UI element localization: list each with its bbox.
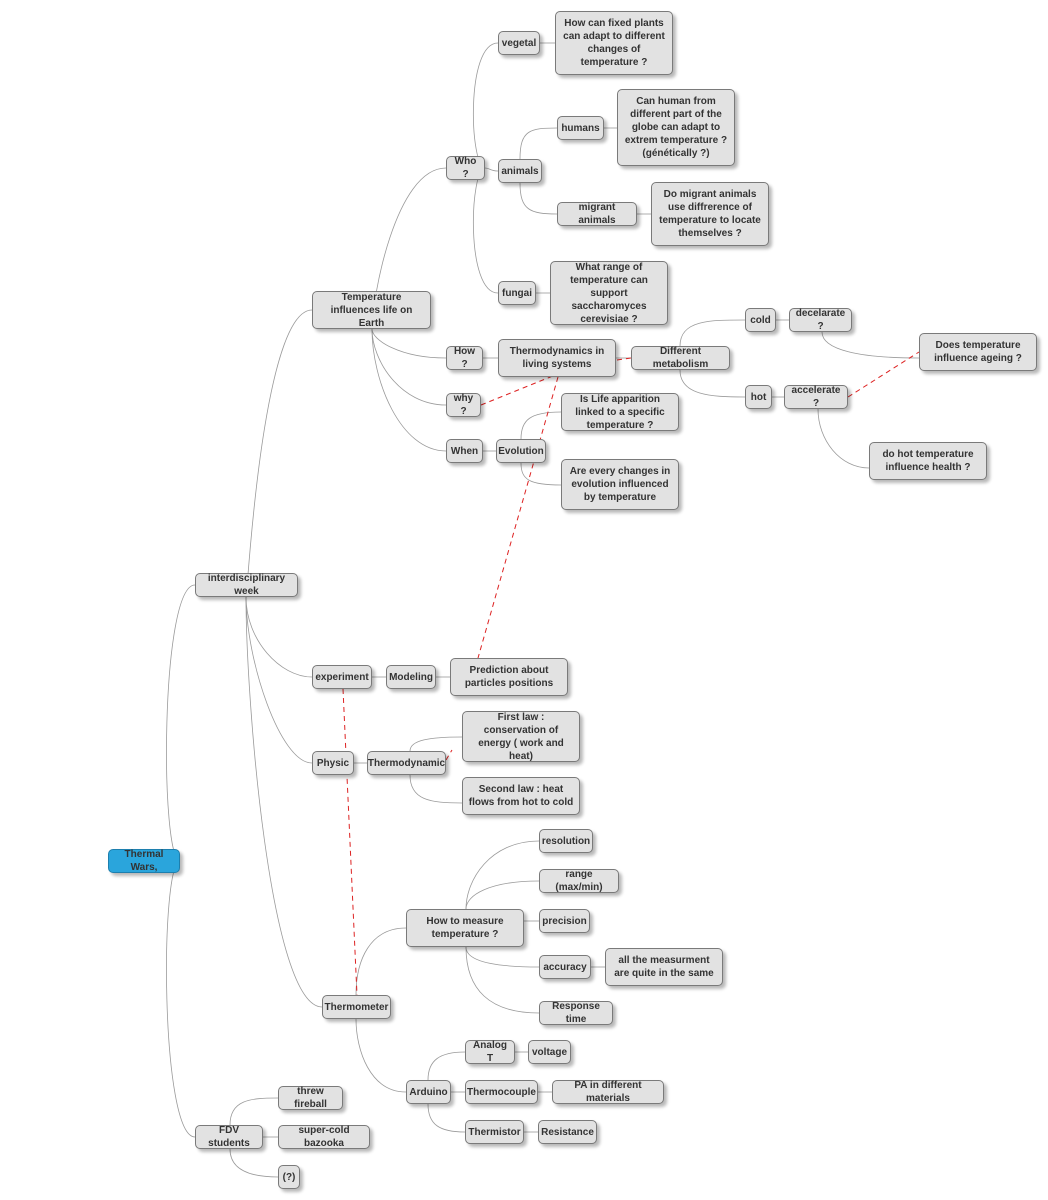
super-cold-bazooka-node[interactable]: super-cold bazooka bbox=[278, 1125, 370, 1149]
tree-connector bbox=[355, 1018, 407, 1093]
thermodynamics-living-node[interactable]: Thermodynamics in living systems bbox=[498, 339, 616, 377]
resolution-node[interactable]: resolution bbox=[539, 829, 593, 853]
accuracy-node[interactable]: accuracy bbox=[539, 955, 591, 979]
different-metabolism-node[interactable]: Different metabolism bbox=[631, 346, 730, 370]
range-node[interactable]: range (max/min) bbox=[539, 869, 619, 893]
tree-connector bbox=[245, 596, 323, 1008]
accuracy-note-node[interactable]: all the measurment are quite in the same bbox=[605, 948, 723, 986]
tree-connector bbox=[371, 328, 447, 359]
tree-connector bbox=[519, 127, 558, 160]
interdisciplinary-week-node[interactable]: interdisciplinary week bbox=[195, 573, 298, 597]
thermistor-node[interactable]: Thermistor bbox=[465, 1120, 524, 1144]
ageing-question-node[interactable]: Does temperature influence ageing ? bbox=[919, 333, 1037, 371]
tree-connector bbox=[245, 596, 313, 764]
voltage-node[interactable]: voltage bbox=[528, 1040, 571, 1064]
evolution-changes-node[interactable]: Are every changes in evolution influence… bbox=[561, 459, 679, 510]
cold-node[interactable]: cold bbox=[745, 308, 776, 332]
tree-connector bbox=[473, 167, 499, 294]
hot-node[interactable]: hot bbox=[745, 385, 772, 409]
decelarate-node[interactable]: decelarate ? bbox=[789, 308, 852, 332]
tree-connector bbox=[371, 328, 447, 452]
tree-connector bbox=[519, 182, 558, 215]
tree-connector bbox=[465, 946, 540, 1014]
second-law-node[interactable]: Second law : heat flows from hot to cold bbox=[462, 777, 580, 815]
cross-link bbox=[342, 688, 358, 996]
question-migrant-node[interactable]: Do migrant animals use diffrerence of te… bbox=[651, 182, 769, 246]
accelerate-node[interactable]: accelerate ? bbox=[784, 385, 848, 409]
physic-node[interactable]: Physic bbox=[312, 751, 354, 775]
unknown-node[interactable]: (?) bbox=[278, 1165, 300, 1189]
tree-connector bbox=[245, 596, 313, 678]
temperature-life-node[interactable]: Temperature influences life on Earth bbox=[312, 291, 431, 329]
arduino-node[interactable]: Arduino bbox=[406, 1080, 451, 1104]
animals-node[interactable]: animals bbox=[498, 159, 542, 183]
cross-link bbox=[616, 357, 632, 361]
life-apparition-node[interactable]: Is Life apparition linked to a specific … bbox=[561, 393, 679, 431]
why-node[interactable]: why ? bbox=[446, 393, 481, 417]
pa-materials-node[interactable]: PA in different materials bbox=[552, 1080, 664, 1104]
thermodynamic-node[interactable]: Thermodynamic bbox=[367, 751, 446, 775]
first-law-node[interactable]: First law : conservation of energy ( wor… bbox=[462, 711, 580, 762]
tree-connector bbox=[229, 1097, 279, 1126]
tree-connector bbox=[679, 319, 746, 347]
tree-connector bbox=[245, 309, 313, 599]
tree-connector bbox=[409, 774, 463, 804]
thermocouple-node[interactable]: Thermocouple bbox=[465, 1080, 538, 1104]
fungai-node[interactable]: fungai bbox=[498, 281, 536, 305]
tree-connector bbox=[427, 1051, 466, 1081]
tree-connector bbox=[484, 167, 499, 172]
tree-connector bbox=[371, 328, 447, 406]
tree-connector bbox=[520, 411, 562, 440]
cross-link bbox=[477, 376, 559, 659]
question-plants-node[interactable]: How can fixed plants can adapt to differ… bbox=[555, 11, 673, 75]
humans-node[interactable]: humans bbox=[557, 116, 604, 140]
tree-connector bbox=[817, 408, 870, 469]
precision-node[interactable]: precision bbox=[539, 909, 590, 933]
tree-connector bbox=[166, 584, 196, 862]
tree-connector bbox=[355, 927, 407, 996]
tree-connector bbox=[229, 1148, 279, 1178]
modeling-node[interactable]: Modeling bbox=[386, 665, 436, 689]
tree-connector bbox=[679, 369, 746, 398]
tree-connector bbox=[520, 462, 562, 486]
question-humans-node[interactable]: Can human from different part of the glo… bbox=[617, 89, 735, 166]
tree-connector bbox=[409, 736, 463, 752]
tree-connector bbox=[427, 1103, 466, 1133]
vegetal-node[interactable]: vegetal bbox=[498, 31, 540, 55]
who-node[interactable]: Who ? bbox=[446, 156, 485, 180]
question-fungai-node[interactable]: What range of temperature can support sa… bbox=[550, 261, 668, 325]
fdv-students-node[interactable]: FDV students bbox=[195, 1125, 263, 1149]
cross-link bbox=[445, 749, 453, 761]
cross-link bbox=[847, 351, 920, 398]
threw-fireball-node[interactable]: threw fireball bbox=[278, 1086, 343, 1110]
how-measure-node[interactable]: How to measure temperature ? bbox=[406, 909, 524, 947]
tree-connector bbox=[465, 946, 540, 968]
tree-connector bbox=[821, 331, 920, 359]
resistance-node[interactable]: Resistance bbox=[538, 1120, 597, 1144]
tree-connector bbox=[166, 860, 196, 1138]
root-node[interactable]: Thermal Wars, bbox=[108, 849, 180, 873]
response-time-node[interactable]: Response time bbox=[539, 1001, 613, 1025]
analog-t-node[interactable]: Analog T bbox=[465, 1040, 515, 1064]
how-node[interactable]: How ? bbox=[446, 346, 483, 370]
tree-connector bbox=[465, 880, 540, 910]
thermometer-node[interactable]: Thermometer bbox=[322, 995, 391, 1019]
tree-connector bbox=[465, 840, 540, 910]
evolution-node[interactable]: Evolution bbox=[496, 439, 546, 463]
health-question-node[interactable]: do hot temperature influence health ? bbox=[869, 442, 987, 480]
migrant-animals-node[interactable]: migrant animals bbox=[557, 202, 637, 226]
experiment-node[interactable]: experiment bbox=[312, 665, 372, 689]
prediction-node[interactable]: Prediction about particles positions bbox=[450, 658, 568, 696]
tree-connector bbox=[473, 42, 499, 169]
when-node[interactable]: When bbox=[446, 439, 483, 463]
